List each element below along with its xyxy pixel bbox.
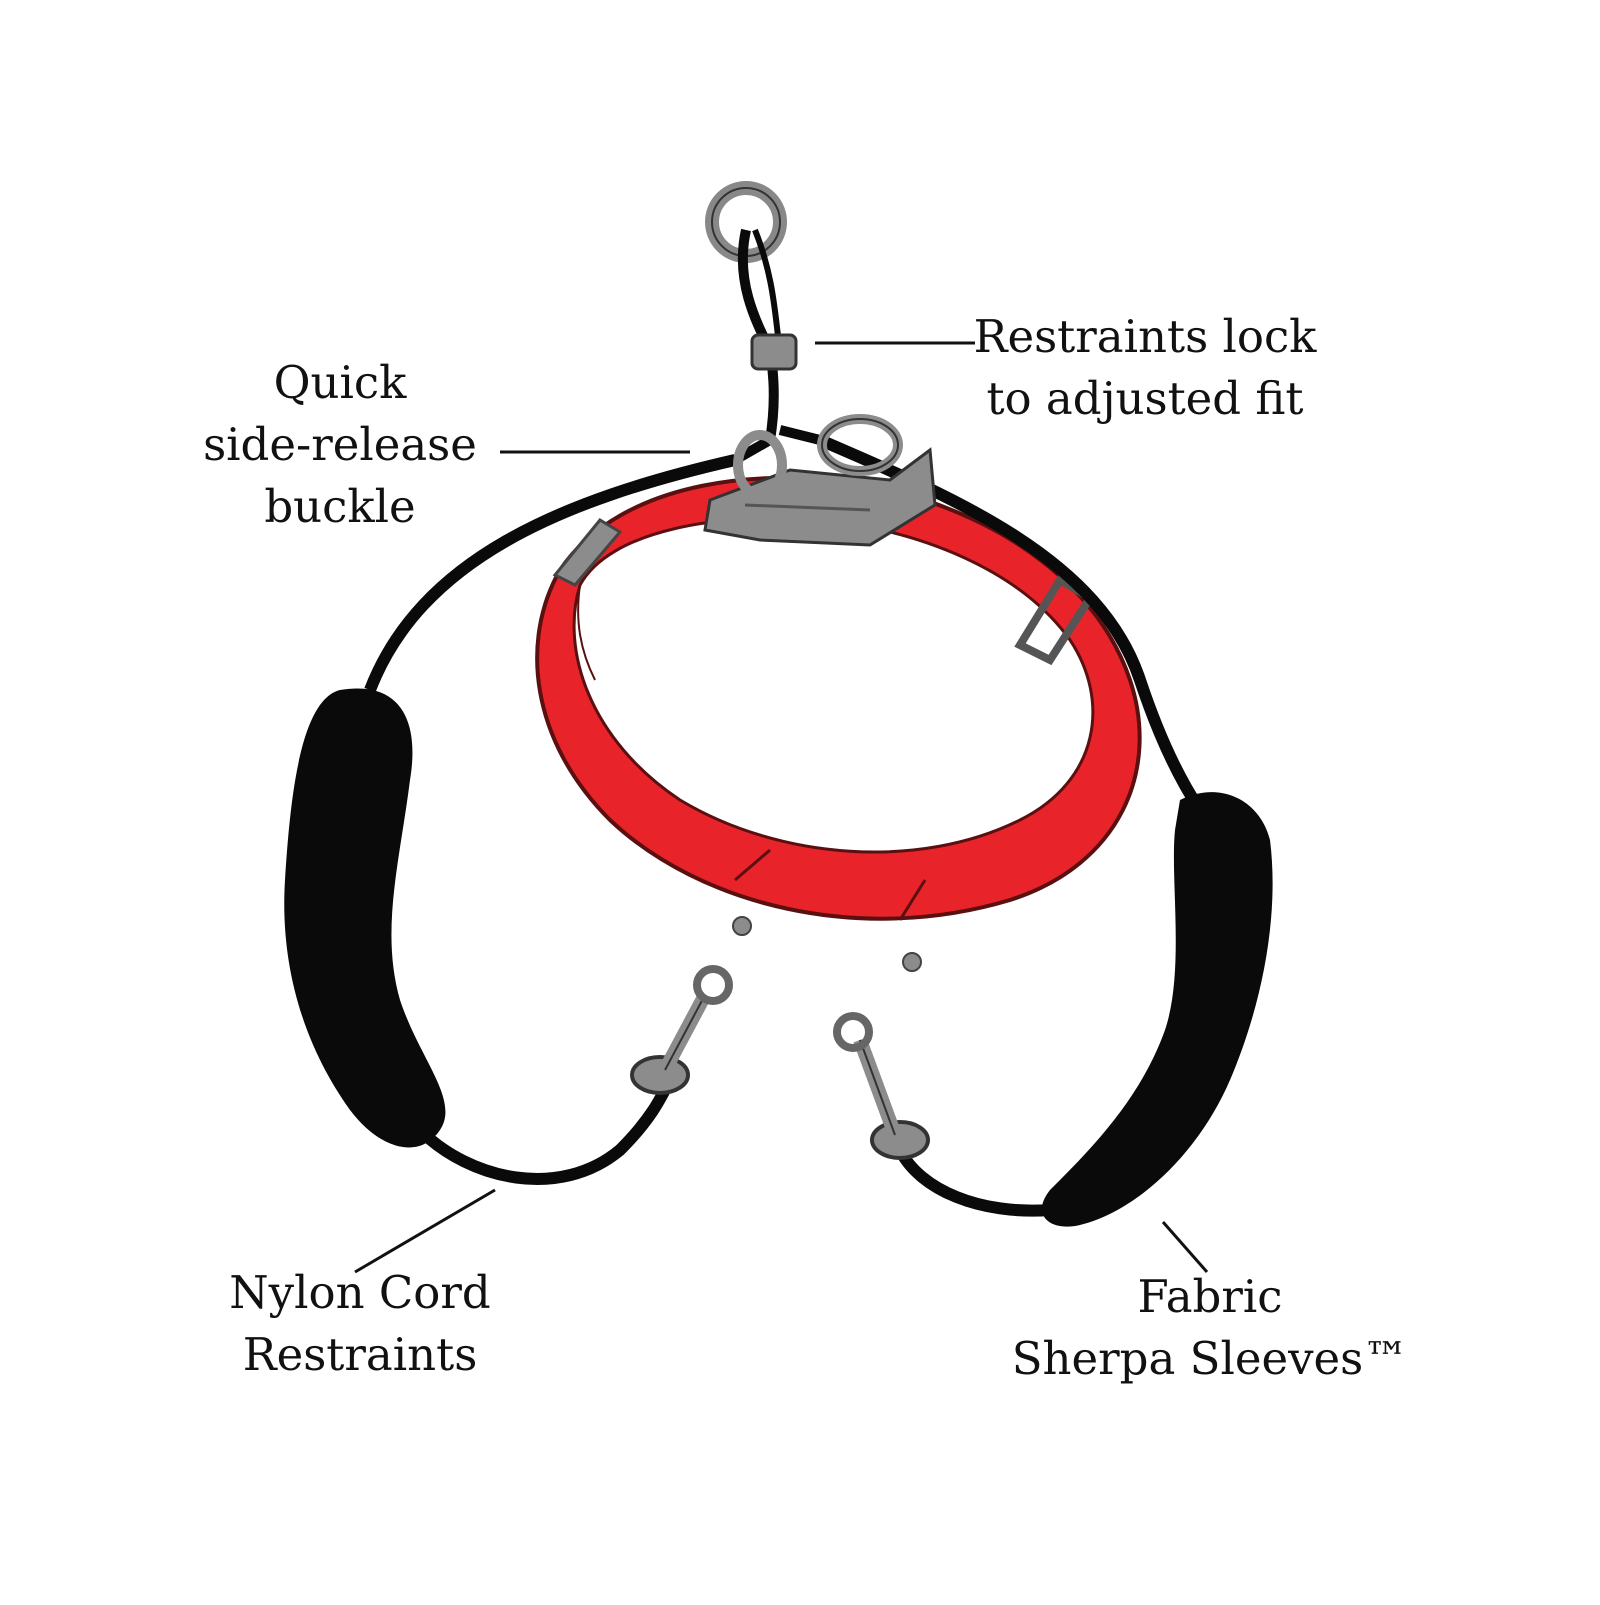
collar-fold-line-1 — [734, 848, 771, 882]
leader-nylon — [354, 1188, 496, 1274]
collar — [535, 475, 1142, 972]
left-restraint — [284, 454, 737, 1185]
top-assembly — [705, 181, 822, 465]
callout-buckle-line2: side-release — [203, 418, 477, 471]
collar-rivet-2 — [902, 952, 922, 972]
callout-nylon-line2: Restraints — [242, 1328, 478, 1381]
callout-buckle: Quick side-release buckle — [150, 352, 530, 538]
callout-sherpa-sleeves: Fabric Sherpa Sleeves™ — [1000, 1266, 1420, 1390]
callout-buckle-line3: buckle — [264, 480, 416, 533]
callout-lock-line1: Restraints lock — [973, 310, 1317, 363]
callout-lock: Restraints lock to adjusted fit — [960, 306, 1330, 430]
callout-nylon-line1: Nylon Cord — [229, 1266, 491, 1319]
collar-keeper — [552, 518, 623, 587]
collar-rivet-1 — [732, 916, 752, 936]
collar-band-edge — [577, 584, 596, 681]
left-snap-hook — [630, 965, 733, 1095]
right-sherpa-sleeve — [1041, 792, 1273, 1227]
callout-leaders — [354, 341, 1209, 1274]
left-sherpa-sleeve — [284, 688, 446, 1148]
callout-sherpa-line1: Fabric — [1137, 1270, 1283, 1323]
collar-fold-line-2 — [898, 879, 927, 921]
callout-sherpa-line2: Sherpa Sleeves™ — [1011, 1332, 1409, 1385]
right-snap-hook — [833, 1012, 930, 1160]
callout-nylon-cord: Nylon Cord Restraints — [200, 1262, 520, 1386]
callout-lock-line2: to adjusted fit — [986, 372, 1304, 425]
callout-buckle-line1: Quick — [273, 356, 407, 409]
leader-sherpa — [1161, 1221, 1209, 1273]
left-cord — [364, 454, 737, 693]
buckle-d-ring-left — [733, 430, 787, 500]
side-release-buckle — [703, 414, 937, 547]
cord-lock — [750, 333, 798, 371]
left-cord-lower — [415, 1077, 676, 1185]
right-cord-lower — [894, 1147, 1051, 1217]
